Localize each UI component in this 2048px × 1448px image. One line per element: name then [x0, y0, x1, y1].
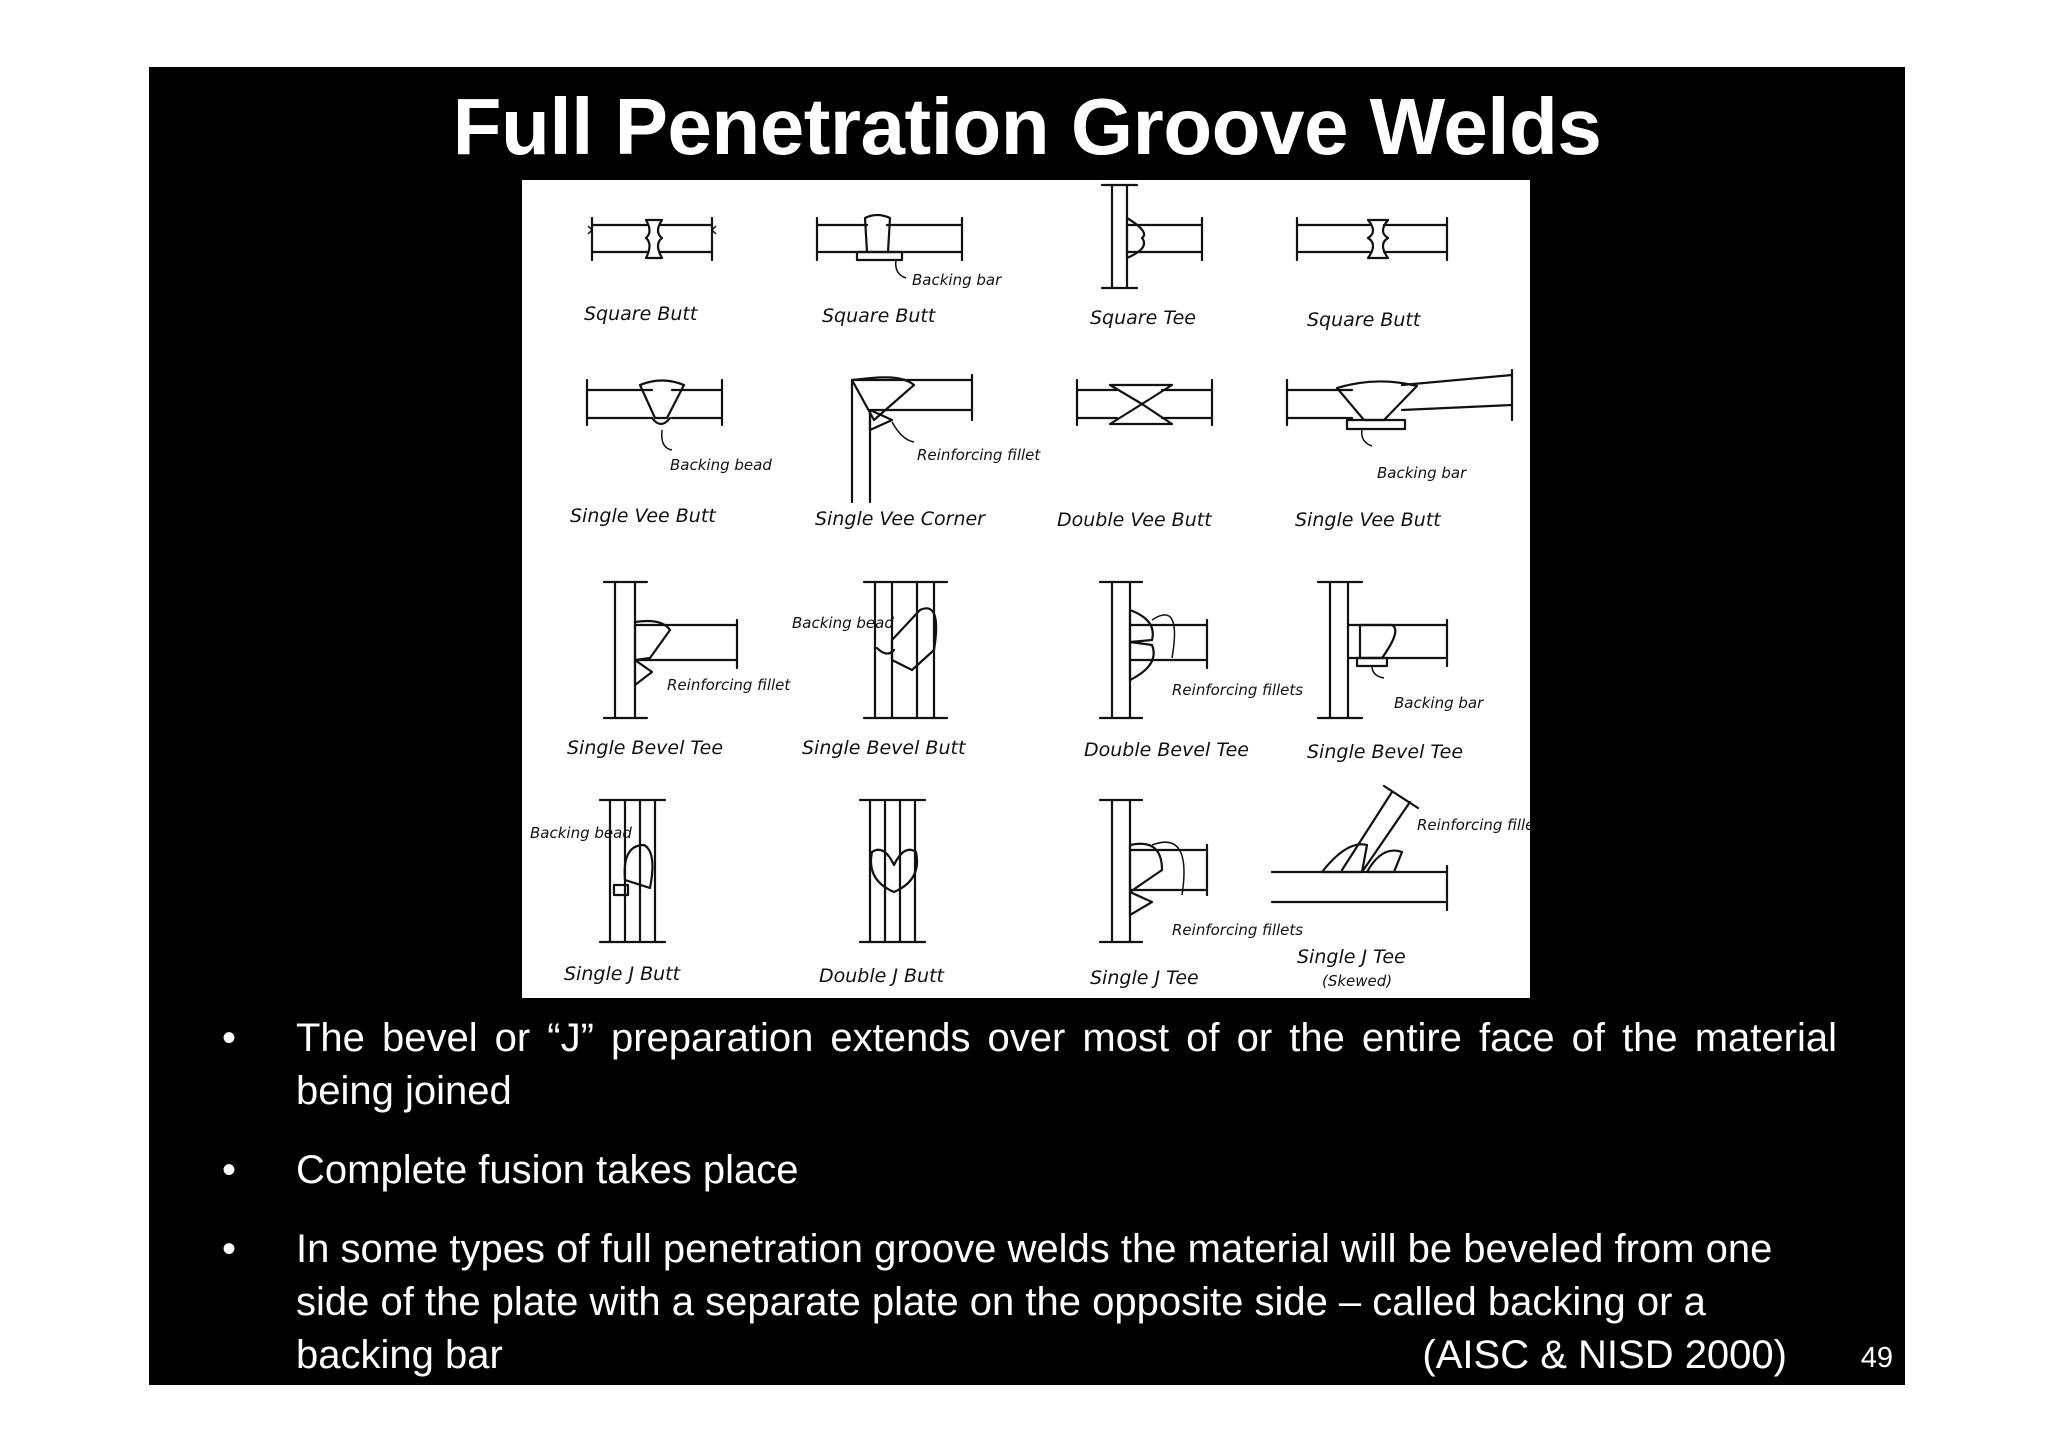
- weld-single-vee-butt-1: [585, 378, 724, 451]
- note-r4c3: Reinforcing fillets: [1172, 921, 1303, 939]
- label-r1c1: Square Butt: [584, 303, 699, 325]
- label-r4c3: Single J Tee: [1090, 967, 1199, 989]
- label-r2c2: Single Vee Corner: [815, 508, 986, 530]
- weld-square-butt-2: [815, 213, 964, 279]
- note-r3c1: Reinforcing fillet: [667, 676, 791, 694]
- bullet-dot: •: [221, 1148, 236, 1192]
- weld-single-j-tee-skewed: [1270, 784, 1449, 912]
- label-r2c1: Single Vee Butt: [570, 505, 717, 527]
- note-r3c4: Backing bar: [1394, 694, 1484, 712]
- weld-single-bevel-tee-2: [1316, 580, 1449, 720]
- label-r1c2: Square Butt: [822, 305, 937, 327]
- label-r2c3: Double Vee Butt: [1057, 509, 1213, 531]
- weld-double-bevel-tee: [1098, 580, 1209, 720]
- note-r3c3: Reinforcing fillets: [1172, 681, 1303, 699]
- bullet-item: • Complete fusion takes place: [214, 1144, 1837, 1197]
- label-r4c2: Double J Butt: [819, 965, 946, 987]
- label-r1c3: Square Tee: [1090, 307, 1196, 329]
- bullet-item: • The bevel or “J” preparation extends o…: [214, 1012, 1837, 1118]
- citation: (AISC & NISD 2000): [1422, 1333, 1787, 1377]
- slide: Full Penetration Groove Welds: [149, 67, 1905, 1385]
- weld-double-vee-butt: [1075, 378, 1214, 427]
- note-r4c4: Reinforcing fillet: [1417, 816, 1530, 834]
- weld-double-j-butt: [858, 798, 927, 944]
- label-r4c1: Single J Butt: [564, 963, 682, 985]
- weld-square-tee: [1100, 183, 1204, 290]
- bullet-text: In some types of full penetration groove…: [296, 1227, 1773, 1377]
- weld-square-butt-1: [587, 216, 717, 262]
- weld-single-vee-corner: [850, 373, 974, 504]
- label-r4c4: Single J Tee: [1297, 946, 1406, 968]
- weld-single-vee-butt-2: [1285, 368, 1514, 447]
- label-r2c4: Single Vee Butt: [1295, 509, 1442, 531]
- weld-single-j-tee-1: [1098, 798, 1209, 944]
- slide-title: Full Penetration Groove Welds: [452, 82, 1602, 171]
- label-r3c4: Single Bevel Tee: [1307, 741, 1463, 763]
- weld-diagram-svg: Square Butt Square Butt Backing bar Squa…: [530, 183, 1530, 990]
- weld-types-figure: Square Butt Square Butt Backing bar Squa…: [522, 180, 1530, 998]
- note-r2c1: Backing bead: [670, 456, 772, 474]
- bullet-text: Complete fusion takes place: [296, 1148, 799, 1192]
- label-r3c1: Single Bevel Tee: [567, 737, 723, 759]
- bullet-list: • The bevel or “J” preparation extends o…: [214, 1012, 1837, 1408]
- bullet-text: The bevel or “J” preparation extends ove…: [296, 1016, 1837, 1113]
- sublabel-r4c4: (Skewed): [1322, 972, 1392, 990]
- weld-single-bevel-tee-1: [602, 580, 739, 720]
- weld-single-bevel-butt: [862, 580, 949, 720]
- bullet-dot: •: [221, 1016, 236, 1060]
- note-r3c2: Backing bead: [792, 614, 894, 632]
- note-r1c2: Backing bar: [912, 271, 1002, 289]
- weld-square-butt-3: [1295, 216, 1449, 262]
- label-r1c4: Square Butt: [1307, 309, 1422, 331]
- note-r2c2: Reinforcing fillet: [917, 446, 1041, 464]
- note-r4c1: Backing bead: [530, 824, 632, 842]
- label-r3c3: Double Bevel Tee: [1084, 739, 1249, 761]
- label-r3c2: Single Bevel Butt: [802, 737, 967, 759]
- bullet-dot: •: [221, 1227, 236, 1271]
- page-number: 49: [1860, 1342, 1893, 1374]
- weld-single-j-butt: [598, 798, 667, 944]
- note-r2c4: Backing bar: [1377, 464, 1467, 482]
- bullet-item: • In some types of full penetration groo…: [214, 1223, 1837, 1382]
